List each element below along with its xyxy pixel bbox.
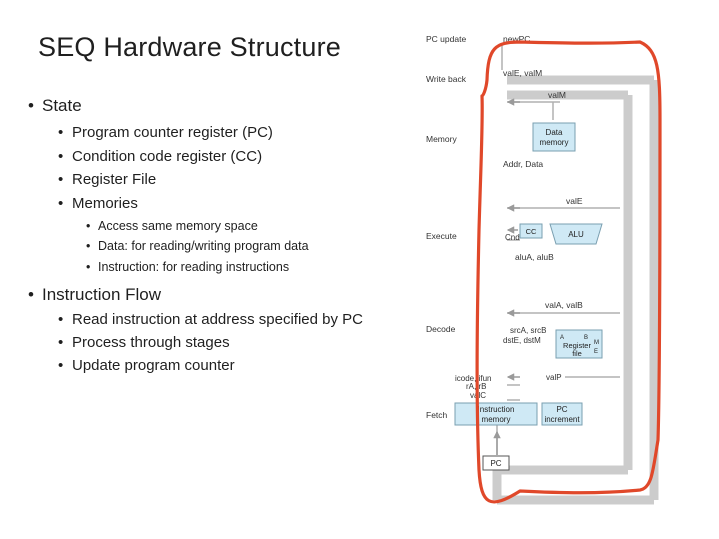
signal-vala-valb: valA, valB (545, 300, 583, 310)
signal-cnd: Cnd (505, 233, 520, 242)
bullet-memories-text: Memories (72, 195, 138, 212)
signal-icode-ifun: icode, ifun (455, 374, 491, 383)
red-loop-annotation (475, 40, 662, 504)
instruction-memory-label-1: Instruction (478, 405, 515, 414)
signal-valm: valM (548, 90, 566, 100)
pc-increment-block: PC increment (541, 402, 583, 426)
bullet-cc: •Condition code register (CC) (58, 148, 263, 165)
stage-fetch: Fetch (426, 410, 448, 420)
pc-register-block: PC (482, 455, 510, 471)
bullet-access: •Access same memory space (86, 219, 258, 233)
bullet-regfile-text: Register File (72, 171, 157, 188)
wire-arrows (493, 98, 520, 455)
wire-signals (496, 44, 620, 455)
alu-block: ALU (549, 223, 603, 245)
bullet-state-text: State (42, 96, 82, 115)
bullet-read-text: Read instruction at address specified by… (72, 311, 363, 328)
instruction-memory-block: Instruction memory (454, 402, 538, 426)
bullet-flow: •Instruction Flow (28, 285, 162, 304)
data-memory-label-2: memory (540, 138, 569, 147)
stage-execute: Execute (426, 231, 457, 241)
bullet-cc-text: Condition code register (CC) (72, 148, 263, 165)
signal-newpc: newPC (503, 34, 530, 44)
bullet-data-text: Data: for reading/writing program data (98, 239, 309, 253)
signal-alua-alub: aluA, aluB (515, 252, 554, 262)
pc-increment-label-2: increment (544, 415, 580, 424)
bullet-regfile: •Register File (58, 171, 157, 188)
bullet-process-text: Process through stages (72, 334, 230, 351)
bullet-pc-text: Program counter register (PC) (72, 124, 273, 141)
pc-increment-label-1: PC (556, 405, 567, 414)
bullet-memories: •Memories (58, 195, 138, 212)
register-file-label-1: Register (563, 341, 591, 350)
instruction-memory-label-2: memory (482, 415, 511, 424)
signal-addr-data: Addr, Data (503, 159, 543, 169)
bullet-flow-text: Instruction Flow (42, 285, 162, 304)
stage-decode: Decode (426, 324, 456, 334)
wire-bus (492, 75, 659, 505)
data-memory-block: Data memory (532, 122, 576, 152)
signal-srca-srcb: srcA, srcB (510, 326, 546, 335)
stage-pc-update: PC update (426, 34, 466, 44)
signal-vale-valm: valE, valM (503, 68, 542, 78)
reg-port-b: B (584, 335, 588, 341)
bullet-instruction-text: Instruction: for reading instructions (98, 260, 290, 274)
stage-write-back: Write back (426, 74, 467, 84)
bullet-instruction: •Instruction: for reading instructions (86, 260, 290, 274)
reg-port-e: E (594, 349, 598, 355)
bullet-pc: •Program counter register (PC) (58, 124, 273, 141)
data-memory-label-1: Data (546, 128, 563, 137)
signal-vale: valE (566, 196, 583, 206)
bullet-state: •State (28, 96, 82, 115)
alu-label: ALU (568, 230, 584, 239)
pc-register-label: PC (490, 459, 501, 468)
signal-dste-dstm: dstE, dstM (503, 336, 541, 345)
reg-port-m: M (594, 340, 599, 346)
register-file-block: A B M E Register file (555, 329, 603, 359)
bullet-process: •Process through stages (58, 334, 230, 351)
bullet-update-text: Update program counter (72, 357, 235, 374)
bullet-access-text: Access same memory space (98, 219, 258, 233)
register-file-label-2: file (572, 349, 582, 358)
signal-valp: valP (546, 373, 562, 382)
bullet-read: •Read instruction at address specified b… (58, 311, 363, 328)
slide-title: SEQ Hardware Structure (38, 32, 342, 62)
bullet-data: •Data: for reading/writing program data (86, 239, 309, 253)
bullet-update: •Update program counter (58, 357, 235, 374)
reg-port-a: A (560, 335, 564, 341)
stage-memory: Memory (426, 134, 457, 144)
cc-label: CC (526, 227, 537, 236)
cc-block: CC (519, 223, 543, 239)
